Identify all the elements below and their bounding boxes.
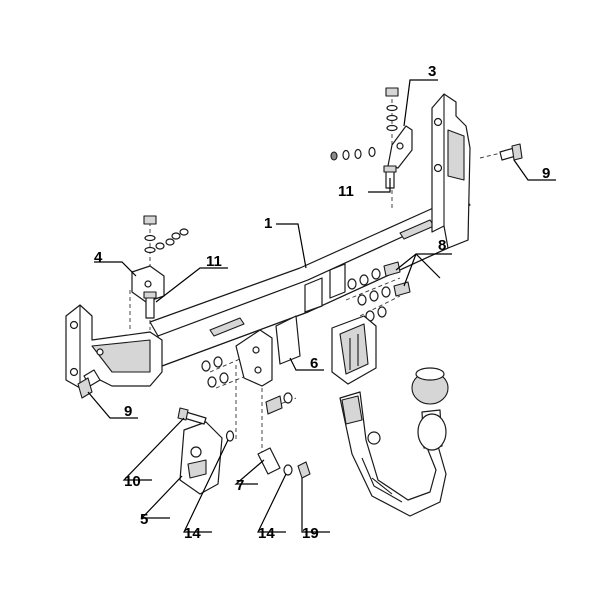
label-8: 8 (438, 237, 446, 254)
socket-mount (331, 315, 377, 385)
right-side-arm (431, 93, 471, 249)
bolts-8 (347, 261, 411, 322)
label-14-left: 14 (184, 525, 201, 542)
label-11-right: 11 (338, 183, 354, 200)
label-11-left: 11 (206, 253, 222, 270)
left-side-arm (65, 304, 163, 389)
label-19: 19 (302, 525, 319, 542)
label-9-right: 9 (542, 165, 550, 182)
label-6: 6 (310, 355, 318, 372)
center-bracket (201, 315, 301, 415)
label-3: 3 (428, 63, 436, 80)
label-4: 4 (94, 249, 103, 266)
label-5: 5 (140, 511, 148, 528)
right-bracket-assembly (330, 87, 413, 189)
label-14-right: 14 (258, 525, 275, 542)
leader-lines (87, 79, 556, 533)
callout-labels: 1 3 4 11 11 9 8 6 9 10 5 14 7 14 19 (94, 63, 550, 542)
bolts-9 (77, 143, 523, 399)
left-bracket-assembly (131, 215, 189, 319)
lower-plate (177, 407, 235, 495)
label-7: 7 (236, 477, 244, 494)
spring-assembly (257, 447, 311, 479)
label-1: 1 (264, 215, 272, 232)
label-10: 10 (124, 473, 141, 490)
label-9-left: 9 (124, 403, 132, 420)
towball-arm (339, 367, 449, 517)
crossbar (149, 194, 471, 367)
